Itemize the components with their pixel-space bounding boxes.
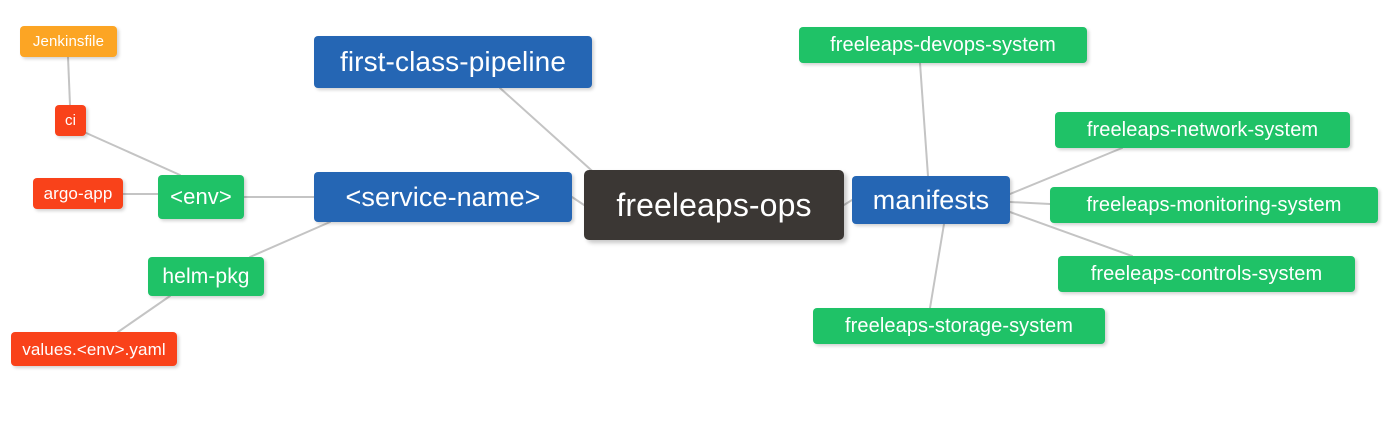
edge-ci-to-jenkinsfile xyxy=(67,56,71,106)
edge-manifests-to-storage xyxy=(929,223,945,309)
mindmap-node-env[interactable]: <env> xyxy=(158,175,244,219)
edge-service-to-helm xyxy=(249,221,331,258)
mindmap-node-root[interactable]: freeleaps-ops xyxy=(584,170,844,240)
mindmap-node-network[interactable]: freeleaps-network-system xyxy=(1055,112,1350,148)
edge-manifests-to-devops xyxy=(919,62,929,177)
mindmap-node-values[interactable]: values.<env>.yaml xyxy=(11,332,177,366)
edge-manifests-to-monitoring xyxy=(1009,201,1051,205)
mindmap-node-argo[interactable]: argo-app xyxy=(33,178,123,209)
mindmap-node-jenkinsfile[interactable]: Jenkinsfile xyxy=(20,26,117,57)
mindmap-node-service[interactable]: <service-name> xyxy=(314,172,572,222)
mindmap-node-pipeline[interactable]: first-class-pipeline xyxy=(314,36,592,88)
mindmap-node-ci[interactable]: ci xyxy=(55,105,86,136)
mindmap-node-monitoring[interactable]: freeleaps-monitoring-system xyxy=(1050,187,1378,223)
edge-root-to-service xyxy=(571,196,585,206)
edge-root-to-pipeline xyxy=(499,87,601,179)
mindmap-node-manifests[interactable]: manifests xyxy=(852,176,1010,224)
mindmap-node-storage[interactable]: freeleaps-storage-system xyxy=(813,308,1105,344)
edge-root-to-manifests xyxy=(843,199,853,206)
edge-env-to-ci xyxy=(83,131,181,176)
mindmap-node-devops[interactable]: freeleaps-devops-system xyxy=(799,27,1087,63)
mindmap-node-helm[interactable]: helm-pkg xyxy=(148,257,264,296)
edge-helm-to-values xyxy=(117,295,171,333)
mindmap-node-controls[interactable]: freeleaps-controls-system xyxy=(1058,256,1355,292)
